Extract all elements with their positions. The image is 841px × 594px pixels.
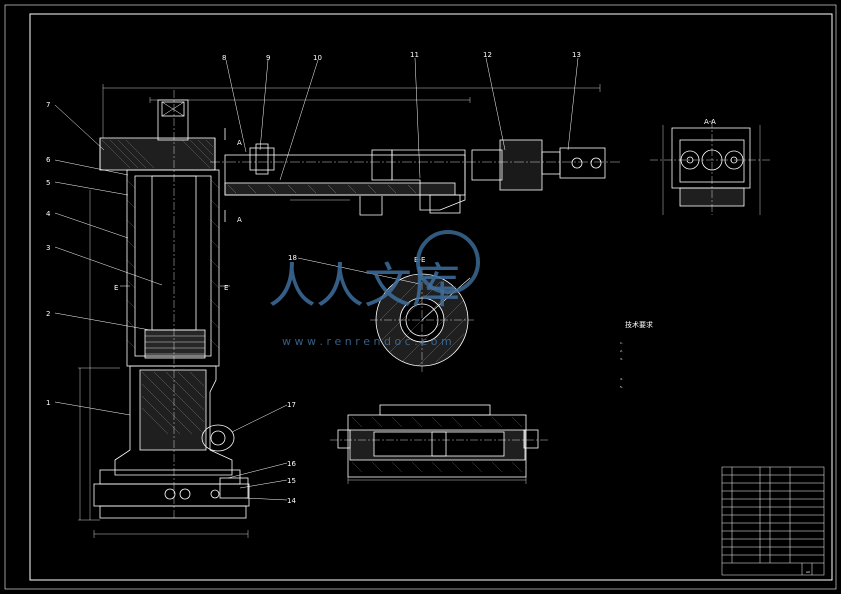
part-labels: 1 2 3 4 5 6 7 8 9 10 11 12 13 14 15 16 1…	[46, 51, 581, 505]
label-4: 4	[46, 210, 51, 218]
label-15: 15	[287, 477, 296, 485]
section-e-right: E	[224, 284, 228, 292]
label-7: 7	[46, 101, 50, 109]
title-block: A0	[721, 466, 825, 576]
arm-assembly	[102, 84, 620, 222]
section-a-bottom: A	[237, 216, 242, 224]
lower-section-view	[330, 404, 550, 484]
tech-req-line-5: 5.	[620, 385, 623, 389]
label-10: 10	[313, 54, 322, 62]
label-9: 9	[266, 54, 270, 62]
outer-frame	[4, 4, 837, 590]
section-ee-view	[370, 268, 474, 372]
tech-req-line-2: 2.	[620, 349, 623, 353]
label-14: 14	[287, 497, 296, 505]
watermark: 人人文库 w w w . r e n r e n d o c . c o m	[268, 230, 480, 348]
label-6: 6	[46, 156, 51, 164]
leader-lines	[54, 57, 579, 501]
label-18: 18	[288, 254, 297, 262]
label-1: 1	[46, 399, 50, 407]
label-5: 5	[46, 179, 50, 187]
section-aa-title: A-A	[704, 118, 716, 126]
tech-req-line-4: 4.	[620, 377, 623, 381]
section-e-left: E	[114, 284, 118, 292]
label-16: 16	[287, 460, 296, 468]
label-2: 2	[46, 310, 50, 318]
title-block-scale: A0	[806, 570, 810, 574]
label-17: 17	[287, 401, 296, 409]
inner-frame	[29, 13, 833, 581]
label-8: 8	[222, 54, 226, 62]
tech-req-line-3: 3.	[620, 357, 623, 361]
section-a-top: A	[237, 139, 242, 147]
tech-req-line-1: 1.	[620, 341, 623, 345]
tech-requirements: 技术要求 1. 2. 3. 4. 5.	[620, 320, 653, 389]
label-12: 12	[483, 51, 492, 59]
watermark-cn: 人人文库	[268, 258, 460, 314]
tech-req-title: 技术要求	[625, 320, 653, 329]
label-13: 13	[572, 51, 581, 59]
label-11: 11	[410, 51, 419, 59]
section-aa-view	[650, 120, 770, 215]
watermark-url: w w w . r e n r e n d o c . c o m	[282, 335, 452, 348]
label-3: 3	[46, 244, 50, 252]
main-assembly-view	[78, 90, 250, 538]
